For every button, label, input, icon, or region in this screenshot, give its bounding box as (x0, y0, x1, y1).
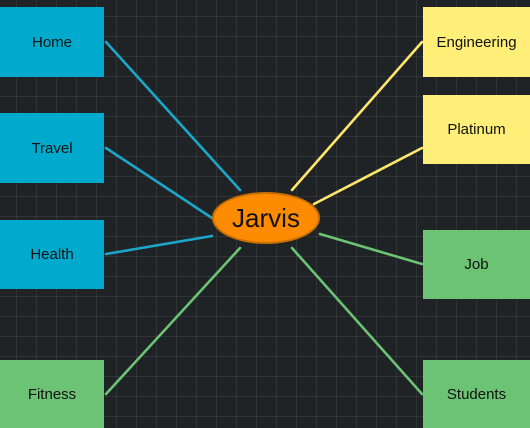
node-job-label: Job (464, 256, 489, 273)
node-engineering[interactable]: Engineering (423, 7, 530, 77)
connector-students (290, 246, 424, 396)
connector-platinum (312, 146, 424, 206)
connector-fitness (104, 246, 242, 396)
node-travel[interactable]: Travel (0, 113, 104, 183)
node-health-label: Health (30, 246, 74, 263)
node-fitness[interactable]: Fitness (0, 360, 104, 428)
connector-home (104, 40, 242, 192)
node-students-label: Students (446, 385, 507, 403)
center-node-label: Jarvis (232, 202, 300, 233)
node-platinum-label: Platinum (447, 121, 506, 138)
node-health[interactable]: Health (0, 220, 104, 289)
node-home[interactable]: Home (0, 7, 104, 77)
connector-job (318, 232, 424, 266)
node-students[interactable]: Students (423, 360, 530, 428)
connector-health (104, 234, 214, 256)
node-fitness-label: Fitness (27, 385, 77, 403)
center-node-jarvis[interactable]: Jarvis (212, 192, 320, 244)
node-travel-label: Travel (31, 139, 73, 157)
node-engineering-label: Engineering (436, 33, 517, 51)
node-platinum[interactable]: Platinum (423, 95, 530, 164)
node-home-label: Home (31, 33, 72, 51)
connector-engineering (290, 40, 424, 192)
node-job[interactable]: Job (423, 230, 530, 299)
connector-travel (104, 146, 214, 220)
